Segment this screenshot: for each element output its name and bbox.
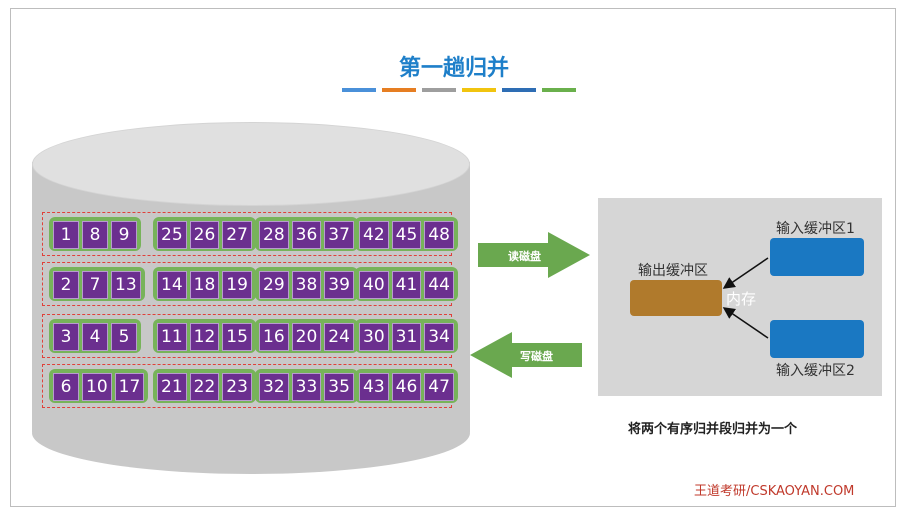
record-key: 16: [259, 323, 289, 351]
record-key: 17: [114, 373, 145, 401]
read-disk-arrow: [478, 232, 590, 278]
record-key: 27: [222, 221, 252, 249]
record-key: 34: [424, 323, 454, 351]
record-key: 30: [359, 323, 389, 351]
write-disk-arrow: [470, 332, 582, 378]
input-buffer-2: [770, 320, 864, 358]
merge-arrows: [722, 257, 769, 339]
record-key: 24: [324, 323, 354, 351]
record-key: 45: [391, 221, 422, 249]
footer-brand: 王道考研/CSKAOYAN.COM: [694, 484, 855, 499]
record-key: 3: [53, 323, 79, 351]
record-key: 26: [189, 221, 220, 249]
record-key: 14: [157, 271, 187, 299]
record-key: 1: [53, 221, 79, 249]
record-key: 9: [111, 221, 137, 249]
output-buffer-label: 输出缓冲区: [638, 263, 708, 279]
record-key: 7: [82, 271, 108, 299]
record-key: 21: [157, 373, 187, 401]
record-key: 40: [359, 271, 389, 299]
record-key: 10: [82, 373, 112, 401]
record-key: 13: [111, 271, 141, 299]
record-key: 20: [291, 323, 322, 351]
record-key: 8: [82, 221, 108, 249]
record-key: 41: [391, 271, 422, 299]
input-buffer-2-label: 输入缓冲区2: [776, 363, 855, 379]
record-key: 42: [359, 221, 389, 249]
record-key: 31: [391, 323, 422, 351]
record-key: 18: [189, 271, 220, 299]
record-key: 25: [157, 221, 187, 249]
color-bar-segment: [342, 88, 376, 92]
record-key: 6: [53, 373, 79, 401]
record-key: 4: [82, 323, 108, 351]
record-key: 39: [324, 271, 354, 299]
record-key: 46: [391, 373, 422, 401]
disk-cylinder-bottom: [32, 392, 470, 474]
record-key: 29: [259, 271, 289, 299]
output-buffer: [630, 280, 722, 316]
record-key: 12: [189, 323, 220, 351]
record-key: 47: [424, 373, 454, 401]
color-bar-segment: [422, 88, 456, 92]
record-key: 11: [157, 323, 187, 351]
record-key: 15: [222, 323, 252, 351]
read-disk-label: 读磁盘: [508, 250, 541, 263]
record-key: 37: [324, 221, 354, 249]
record-key: 2: [53, 271, 79, 299]
disk-cylinder-top: [32, 122, 470, 206]
record-key: 33: [291, 373, 322, 401]
record-key: 44: [424, 271, 454, 299]
record-key: 48: [424, 221, 454, 249]
record-key: 35: [324, 373, 354, 401]
color-bar-segment: [462, 88, 496, 92]
memory-label: 内存: [726, 290, 757, 308]
record-key: 28: [259, 221, 289, 249]
record-key: 19: [222, 271, 252, 299]
input-buffer-1: [770, 238, 864, 276]
record-key: 38: [291, 271, 322, 299]
color-bar-segment: [382, 88, 416, 92]
record-key: 36: [291, 221, 322, 249]
record-key: 43: [359, 373, 389, 401]
color-bar-segment: [502, 88, 536, 92]
color-bar-segment: [542, 88, 576, 92]
record-key: 32: [259, 373, 289, 401]
write-disk-label: 写磁盘: [520, 350, 553, 363]
record-key: 22: [189, 373, 220, 401]
input-buffer-1-label: 输入缓冲区1: [776, 221, 855, 237]
record-key: 23: [222, 373, 252, 401]
record-key: 5: [111, 323, 137, 351]
slide-title: 第一趟归并: [398, 56, 509, 81]
merge-caption: 将两个有序归并段归并为一个: [628, 422, 798, 437]
memory-panel: 输入缓冲区1 输出缓冲区 内存 输入缓冲区2: [598, 198, 882, 396]
